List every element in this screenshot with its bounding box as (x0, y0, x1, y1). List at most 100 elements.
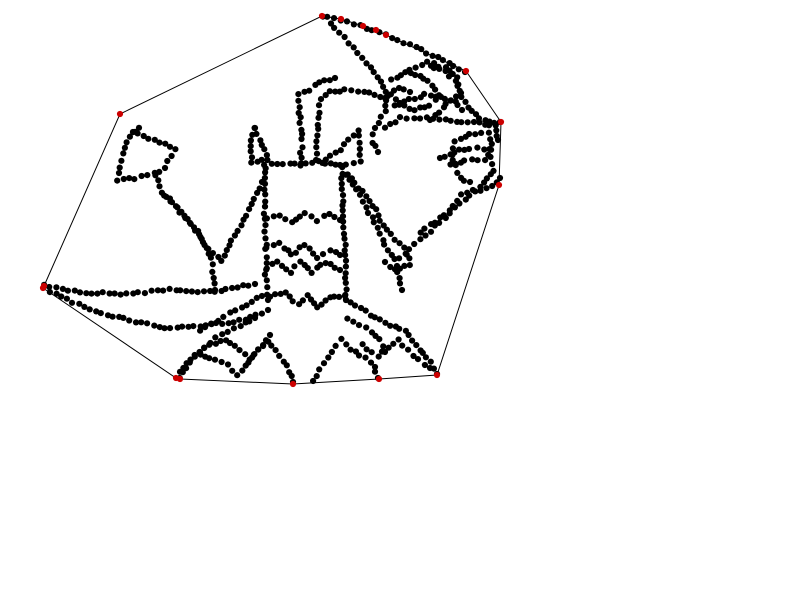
data-point (317, 261, 324, 268)
hull-vertex-point (359, 22, 367, 30)
data-point (308, 269, 315, 276)
data-point (382, 108, 389, 115)
data-point (421, 104, 428, 111)
data-point (222, 285, 229, 293)
data-point (263, 152, 270, 159)
data-point (164, 157, 171, 165)
data-point (331, 74, 339, 82)
data-point (442, 116, 449, 123)
data-point (461, 157, 468, 164)
data-point (304, 292, 311, 299)
hull-vertex-point (462, 67, 470, 75)
data-point (162, 140, 169, 147)
data-point (454, 82, 461, 89)
data-point (427, 358, 434, 365)
data-point (454, 169, 461, 176)
data-point (58, 293, 65, 300)
data-point (234, 372, 241, 379)
data-point (156, 139, 163, 146)
data-point (71, 287, 78, 294)
data-point (327, 20, 335, 27)
data-point (341, 86, 348, 93)
data-point (314, 132, 321, 139)
data-point (399, 342, 406, 349)
data-point (283, 266, 290, 273)
hull-vertex-point (289, 380, 297, 388)
data-point (161, 325, 168, 332)
data-point (371, 368, 379, 375)
data-point (387, 322, 394, 329)
data-point (464, 119, 471, 126)
data-point (449, 157, 456, 164)
hull-vertex-point (375, 375, 383, 383)
data-point (144, 320, 151, 327)
data-point (414, 356, 422, 363)
data-point (194, 289, 201, 296)
data-point (286, 293, 293, 300)
data-point (344, 171, 351, 178)
data-point (215, 317, 222, 324)
data-point (347, 299, 354, 306)
data-point (313, 138, 320, 145)
data-point (483, 185, 490, 192)
data-point (351, 179, 358, 186)
data-point (355, 88, 362, 95)
data-point (59, 285, 66, 292)
data-point (488, 140, 495, 147)
data-point (368, 349, 375, 356)
data-point (220, 313, 227, 320)
data-point (301, 242, 308, 249)
data-point (331, 264, 338, 271)
data-point (435, 53, 442, 61)
data-point (396, 325, 403, 332)
data-point (295, 97, 302, 104)
data-point (321, 212, 328, 219)
data-point (298, 126, 305, 133)
data-point (226, 339, 233, 347)
data-point (392, 96, 399, 103)
data-point (263, 260, 270, 267)
data-point (485, 129, 492, 136)
hull-vertex-point (40, 282, 48, 290)
data-point (332, 149, 339, 156)
data-point (253, 294, 260, 301)
data-point (183, 360, 190, 367)
data-point (246, 206, 253, 213)
data-point (406, 105, 413, 112)
data-point (272, 347, 279, 354)
data-point (381, 241, 388, 248)
data-point (296, 301, 303, 308)
data-point (326, 210, 333, 218)
data-point (268, 342, 275, 349)
data-point (485, 151, 492, 158)
data-point (486, 146, 493, 153)
data-point (263, 244, 270, 251)
data-point (338, 186, 345, 193)
data-point (261, 146, 268, 153)
data-point (183, 288, 190, 295)
data-point (380, 83, 387, 90)
data-point (445, 73, 453, 80)
data-point (341, 247, 348, 254)
data-point (406, 41, 414, 48)
data-point (490, 167, 497, 174)
data-point (366, 198, 373, 205)
data-point (342, 252, 349, 259)
data-point (145, 135, 152, 142)
data-point (248, 154, 256, 161)
data-point (341, 235, 348, 242)
data-point (306, 245, 313, 252)
data-point (63, 295, 70, 302)
data-point (400, 86, 407, 93)
data-point (248, 159, 255, 166)
data-point (369, 214, 377, 221)
data-point (262, 198, 269, 205)
data-point (258, 310, 265, 317)
data-point (411, 115, 418, 122)
data-point (298, 135, 305, 143)
data-point (367, 64, 375, 71)
data-point (272, 291, 279, 298)
data-point (331, 213, 338, 221)
data-point (166, 143, 174, 150)
data-point (120, 175, 127, 183)
